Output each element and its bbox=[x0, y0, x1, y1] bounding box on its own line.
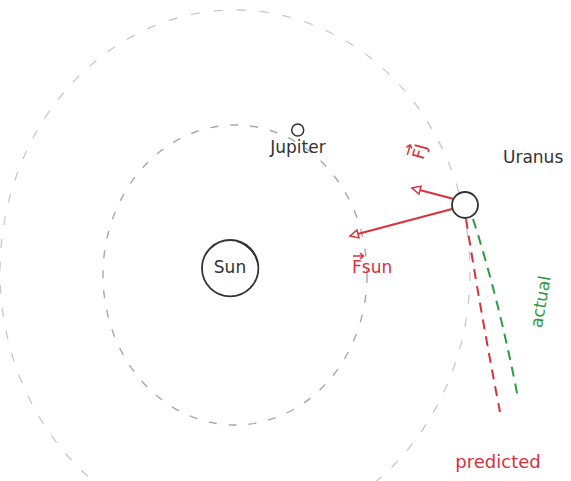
planet-name: Jupiter bbox=[270, 138, 325, 158]
sun-circle: Sun bbox=[201, 239, 259, 297]
force-label: FJ bbox=[409, 142, 432, 161]
planet-circle: Jupiter bbox=[268, 122, 327, 160]
planet-name: Uranus bbox=[503, 148, 563, 168]
vector-arrow bbox=[352, 252, 365, 259]
inner-orbit bbox=[103, 125, 367, 425]
path-label: predicted bbox=[455, 452, 540, 473]
planet-circle: Uranus bbox=[450, 190, 480, 220]
planet-name: Sun bbox=[214, 258, 246, 278]
planet-outline bbox=[450, 190, 480, 220]
force-label: Fsun bbox=[352, 258, 392, 278]
force-arrow bbox=[350, 209, 452, 236]
force-arrow bbox=[412, 188, 454, 199]
predicted-path bbox=[466, 219, 500, 412]
actual-path bbox=[473, 219, 518, 398]
planet-outline bbox=[268, 122, 327, 138]
path-label: actual bbox=[527, 275, 555, 330]
vector-arrow bbox=[403, 142, 413, 156]
outer-orbit bbox=[0, 10, 470, 481]
